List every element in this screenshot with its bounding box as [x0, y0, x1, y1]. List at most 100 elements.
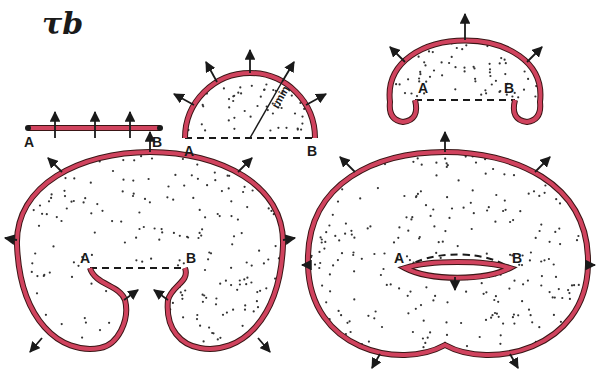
stipple-dot [180, 291, 182, 293]
stipple-dot [517, 314, 519, 316]
stipple-dot [233, 95, 235, 97]
stipple-dot [490, 317, 492, 319]
stipple-dot [558, 288, 560, 290]
force-symbol: τb [40, 8, 85, 40]
stipple-dot [237, 92, 239, 94]
stipple-dot [270, 210, 272, 212]
stipple-dot [337, 201, 339, 203]
stipple-dot [418, 237, 420, 239]
stipple-dot [399, 83, 401, 85]
stipple-dot [204, 216, 206, 218]
stipple-dot [64, 177, 66, 179]
stipple-dot [31, 262, 33, 264]
stipple-dot [484, 89, 486, 91]
stipple-dot [481, 282, 483, 284]
stipple-dot [204, 129, 206, 131]
stipple-dot [34, 252, 36, 254]
stipple-dot [415, 195, 417, 197]
stipple-dot [463, 207, 465, 209]
stipple-dot [161, 228, 163, 230]
stipple-dot [352, 254, 354, 256]
stipple-dot [471, 228, 473, 230]
panel-curled-loop [390, 41, 541, 123]
stipple-dot [489, 71, 491, 73]
stipple-dot [232, 100, 234, 102]
stipple-dot [231, 243, 233, 245]
stipple-dot [486, 253, 488, 255]
stipple-dot [199, 209, 201, 211]
stipple-dot [438, 241, 440, 243]
stipple-dot [504, 73, 506, 75]
force-arrows [5, 14, 595, 368]
stipple-dot [446, 301, 448, 303]
stipple-dot [375, 310, 377, 312]
stipple-dot [182, 316, 184, 318]
stipple-dot [475, 162, 477, 164]
stipple-dot [174, 174, 176, 176]
stipple-dot [341, 188, 343, 190]
stipple-dot [513, 323, 515, 325]
stipple-dot [36, 292, 38, 294]
stipple-dot [350, 230, 352, 232]
stipple-dot [444, 158, 446, 160]
stipple-dot [509, 254, 511, 256]
point-label: A [78, 250, 92, 266]
stipple-dot [403, 195, 405, 197]
stipple-dot [559, 243, 561, 245]
stipple-dot [517, 96, 519, 98]
stipple-dot [223, 87, 225, 89]
panel-meeting-loops [17, 152, 283, 349]
stipple-dot [341, 252, 343, 254]
stipple-dot [244, 110, 246, 112]
stipple-dot [202, 104, 204, 106]
stipple-dot [320, 236, 322, 238]
stipple-dot [504, 200, 506, 202]
stipple-dot [38, 225, 40, 227]
stipple-dot [344, 233, 346, 235]
stipple-dot [332, 214, 334, 216]
stipple-dot [485, 92, 487, 94]
stipple-dot [448, 217, 450, 219]
stipple-dot [228, 98, 230, 100]
stipple-dot [561, 297, 563, 299]
stipple-dot [99, 329, 101, 331]
stipple-dot [353, 298, 355, 300]
stipple-dot [496, 313, 498, 315]
stipple-dot [569, 298, 571, 300]
stipple-dot [83, 201, 85, 203]
stipple-dot [474, 80, 476, 82]
stipple-dot [513, 314, 515, 316]
stipple-dot [458, 179, 460, 181]
stipple-dot [217, 213, 219, 215]
stipple-dot [325, 231, 327, 233]
point-label: B [150, 134, 164, 150]
stipple-dot [464, 70, 466, 72]
stipple-dot [495, 80, 497, 82]
stipple-dot [73, 261, 75, 263]
stipple-dot [485, 291, 487, 293]
stipple-dot [197, 178, 199, 180]
stipple-dot [49, 272, 51, 274]
stipple-dot [432, 299, 434, 301]
stipple-dot [166, 196, 168, 198]
stipple-dot [183, 185, 185, 187]
stipple-dot [221, 190, 223, 192]
stipple-dot [151, 157, 153, 159]
stipple-dot [377, 187, 379, 189]
stipple-dot [232, 95, 234, 97]
stipple-dot [503, 173, 505, 175]
stipple-dot [133, 159, 135, 161]
stipple-dot [301, 123, 303, 125]
stipple-dot [538, 195, 540, 197]
stipple-dot [524, 70, 526, 72]
stipple-dot [143, 226, 145, 228]
point-label: A [392, 250, 406, 266]
stipple-dot [395, 83, 397, 85]
stipple-dot [246, 277, 248, 279]
stipple-dot [291, 95, 293, 97]
stipple-dot [463, 67, 465, 69]
stipple-dot [135, 259, 137, 261]
stipple-dot [441, 74, 443, 76]
stipple-dot [141, 261, 143, 263]
stipple-dot [425, 286, 427, 288]
